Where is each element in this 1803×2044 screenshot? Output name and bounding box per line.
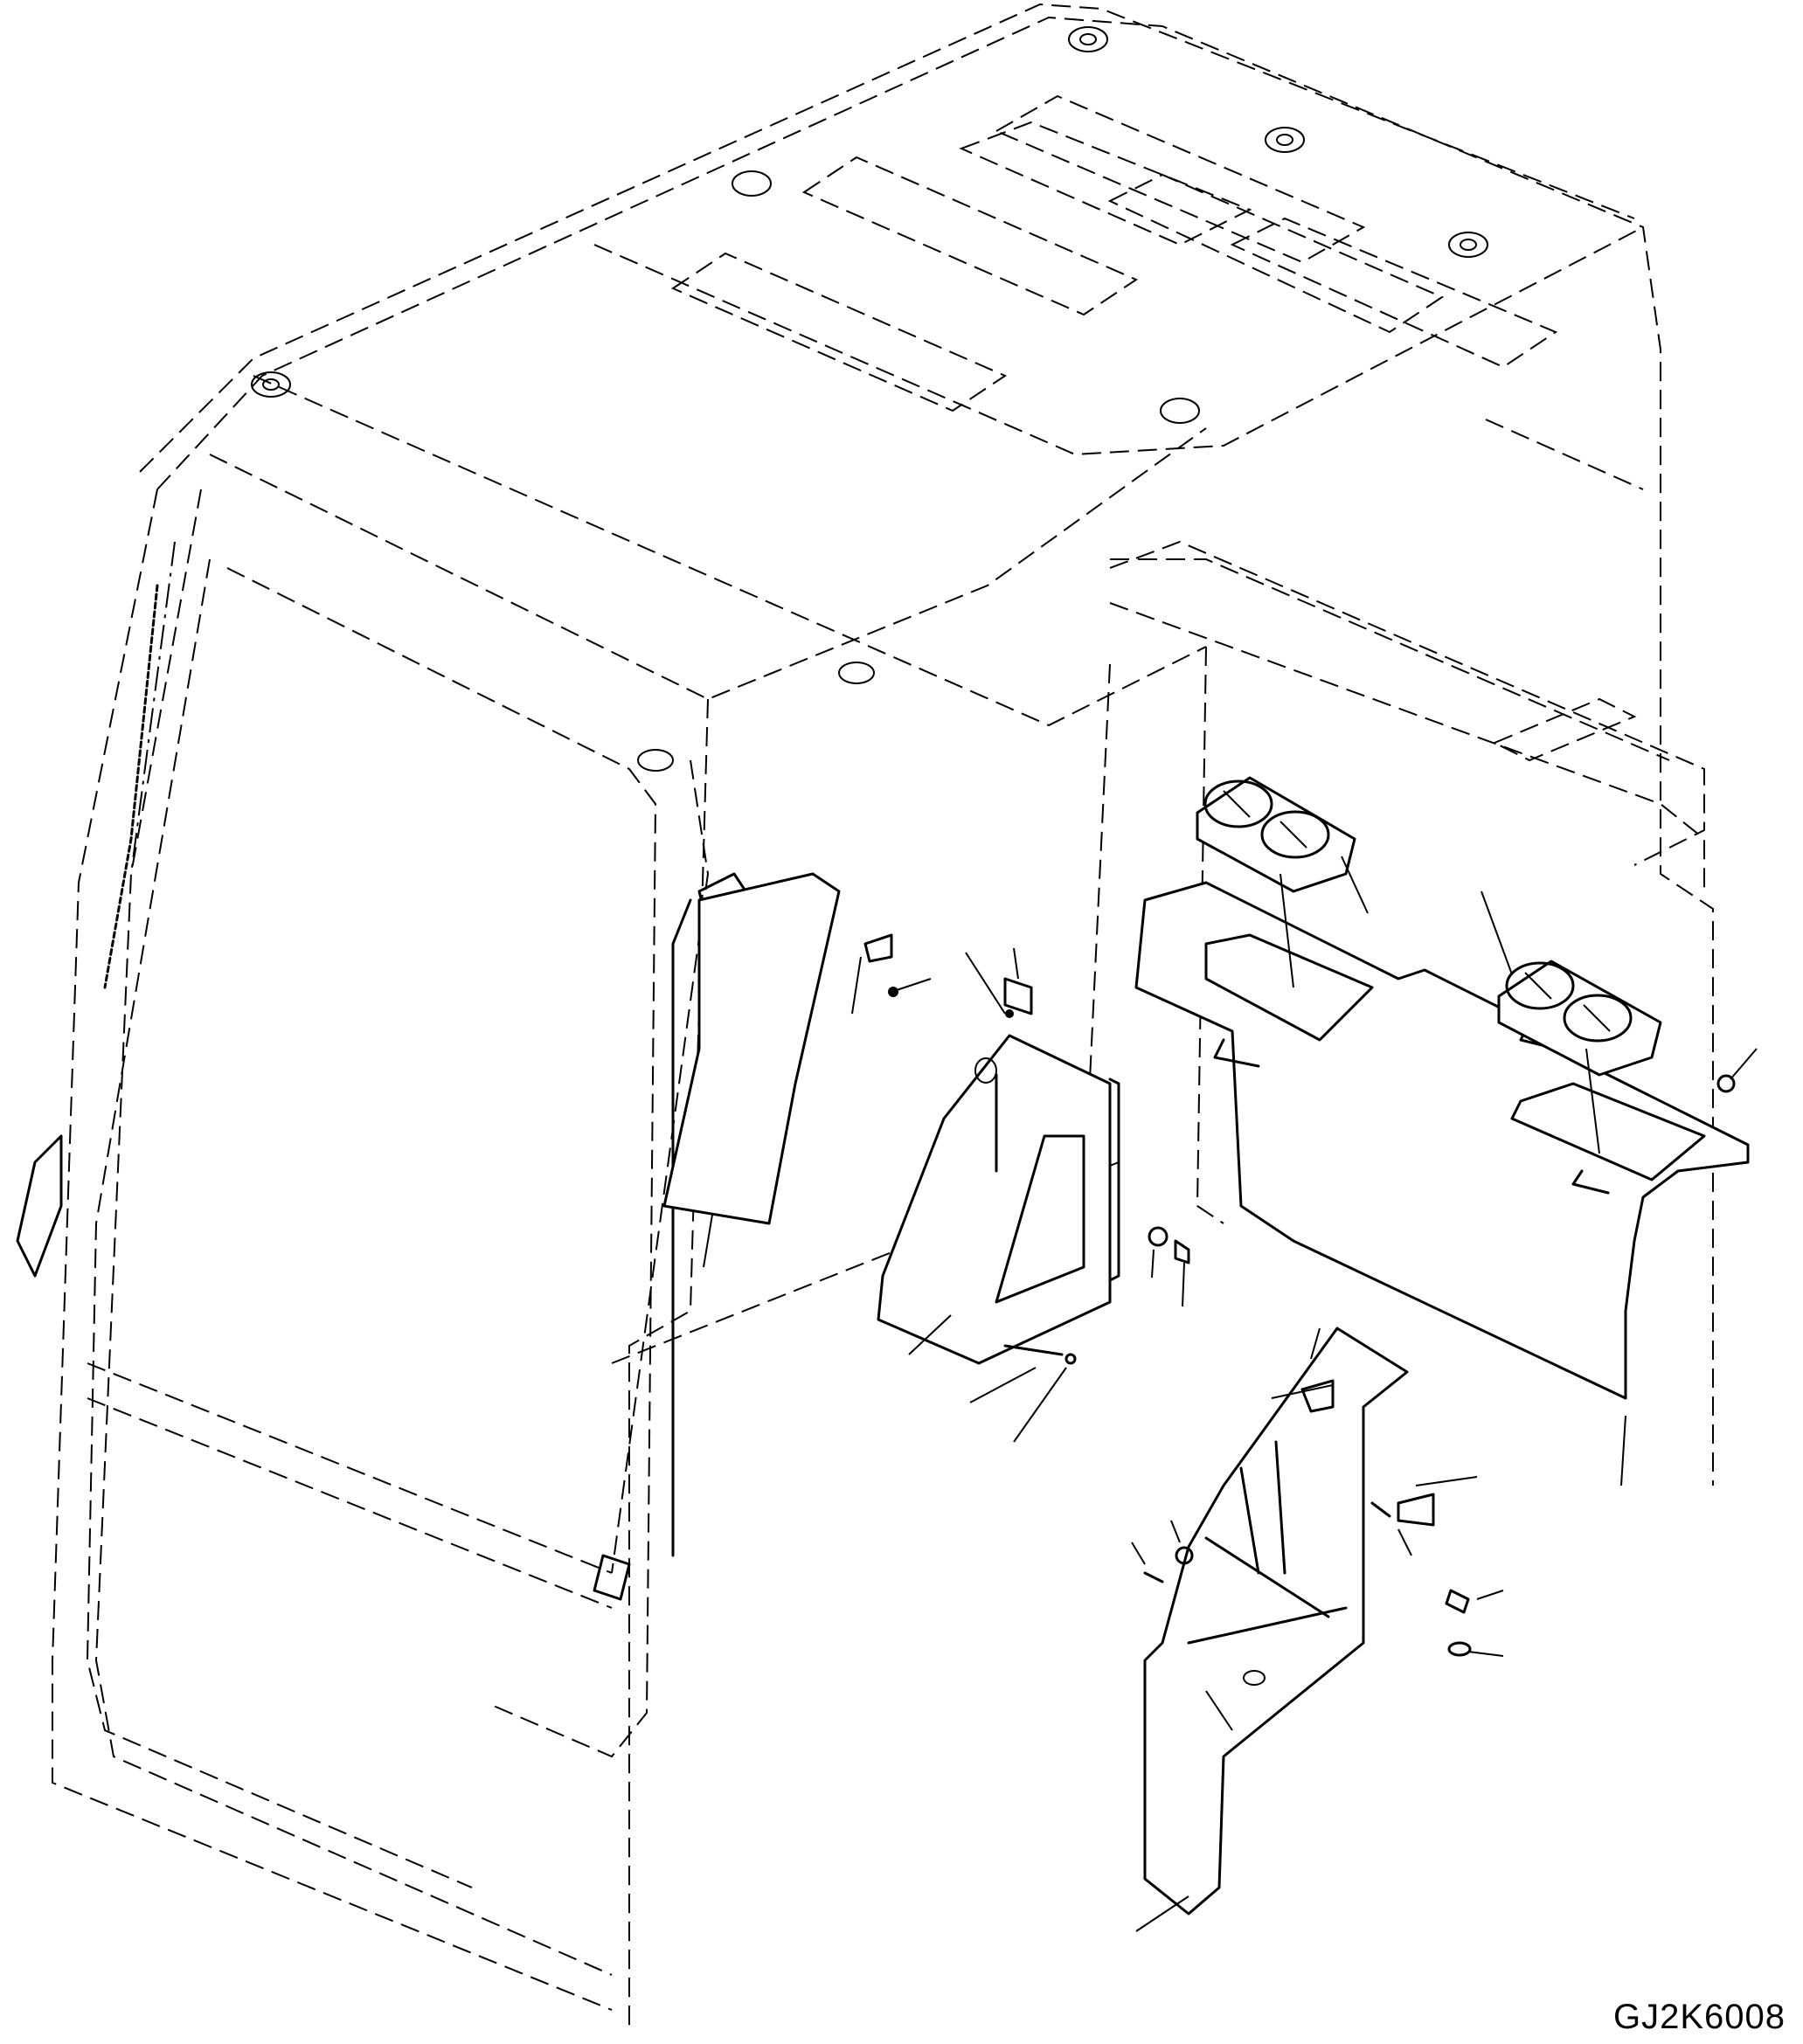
roof-mount-pads (251, 26, 1488, 772)
rear-trim-panel (1134, 881, 1750, 1400)
cup-holder-left (1196, 776, 1369, 988)
cup-holder-right (1481, 890, 1758, 1486)
lower-side-cover (1131, 1327, 1504, 1932)
side-cover-curved (662, 872, 932, 1268)
bracket-box (877, 947, 1190, 1443)
mount-plate (1397, 1493, 1435, 1527)
door-hinge-rail (16, 584, 753, 1601)
drawing-id-label: GJ2K6008 (1612, 1998, 1786, 2036)
